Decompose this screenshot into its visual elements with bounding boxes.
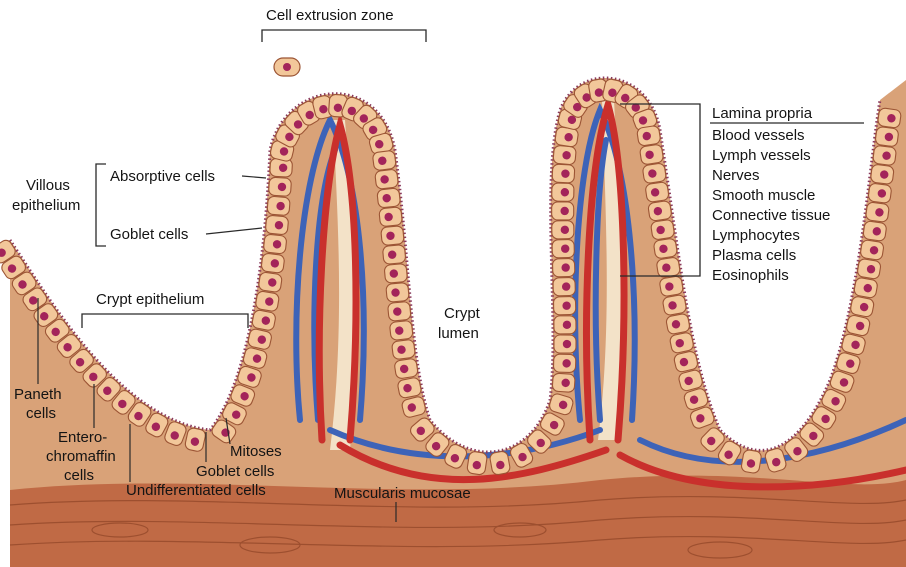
epithelial-cell xyxy=(873,145,897,166)
epithelial-cell xyxy=(372,150,396,171)
epithelial-cell xyxy=(389,320,413,340)
lamina-propria-item: Eosinophils xyxy=(712,267,789,284)
epithelial-cell xyxy=(263,234,287,254)
label-villous-epithelium-2: epithelium xyxy=(12,197,80,214)
epithelial-cell xyxy=(552,373,575,392)
label-villous-epithelium-1: Villous xyxy=(26,177,70,194)
label-enterochromaffin-1: Entero- xyxy=(58,429,107,446)
epithelial-cell xyxy=(653,238,677,259)
leader-goblet-cells-villus xyxy=(206,228,262,234)
label-crypt-lumen-2: lumen xyxy=(438,325,479,342)
epithelial-cell xyxy=(552,183,574,201)
epithelial-cell xyxy=(857,258,882,279)
epithelial-cell xyxy=(870,164,894,185)
lamina-propria-item: Lymph vessels xyxy=(712,147,811,164)
label-muscularis-mucosae: Muscularis mucosae xyxy=(334,485,471,502)
epithelial-cell xyxy=(386,282,410,302)
label-enterochromaffin-2: chromaffin xyxy=(46,448,116,465)
label-enterochromaffin-3: cells xyxy=(64,467,94,484)
lamina-propria-title: Lamina propria xyxy=(712,105,813,122)
villous-epithelium-bracket xyxy=(96,164,106,246)
label-paneth-cells-1: Paneth xyxy=(14,386,62,403)
epithelial-cell xyxy=(553,354,576,373)
epithelial-cell xyxy=(554,316,576,334)
epithelial-cell xyxy=(553,145,576,165)
epithelial-cell xyxy=(853,277,878,299)
epithelial-cell xyxy=(659,276,684,297)
epithelial-cell xyxy=(267,196,290,216)
epithelial-cell xyxy=(270,158,293,177)
label-mitoses: Mitoses xyxy=(230,443,282,460)
label-crypt-lumen-1: Crypt xyxy=(444,305,481,322)
epithelial-cell xyxy=(375,169,399,189)
epithelial-cell xyxy=(268,177,291,196)
label-absorptive-cells: Absorptive cells xyxy=(110,168,215,185)
label-crypt-epithelium: Crypt epithelium xyxy=(96,291,204,308)
epithelial-cell xyxy=(258,272,282,293)
lamina-propria-list: Blood vessels Lymph vessels Nerves Smoot… xyxy=(712,127,830,284)
epithelial-cell xyxy=(251,309,276,331)
lamina-propria-bracket xyxy=(688,104,700,276)
epithelial-cell xyxy=(877,108,901,129)
epithelial-cell xyxy=(387,301,411,321)
epithelial-cell xyxy=(645,182,669,203)
epithelial-cell xyxy=(875,126,899,147)
epithelial-cell xyxy=(382,245,406,265)
epithelial-cell xyxy=(863,221,887,242)
epithelial-cell xyxy=(467,451,488,475)
epithelial-cell xyxy=(261,253,285,274)
extruded-cell xyxy=(274,58,300,76)
lamina-propria-item: Lymphocytes xyxy=(712,227,800,244)
epithelial-cell xyxy=(868,183,892,204)
epithelial-cell xyxy=(639,144,663,165)
epithelial-cell xyxy=(265,215,289,235)
extrusion-zone-bracket xyxy=(262,30,426,42)
epithelial-cell xyxy=(379,207,403,227)
epithelial-cell xyxy=(865,202,889,223)
epithelial-cell xyxy=(552,202,574,220)
epithelial-cell xyxy=(554,335,576,353)
epithelial-cell xyxy=(381,226,405,246)
crypt-epithelium-bracket xyxy=(82,314,248,328)
epithelial-cell xyxy=(384,263,407,283)
lamina-propria-item: Blood vessels xyxy=(712,127,805,144)
epithelial-cell xyxy=(552,239,574,257)
epithelial-cell xyxy=(377,188,401,208)
epithelial-cell xyxy=(650,219,674,240)
label-goblet-cells-crypt: Goblet cells xyxy=(196,463,274,480)
epithelial-cell xyxy=(552,221,574,239)
epithelial-cell xyxy=(394,358,418,379)
epithelial-cell xyxy=(553,277,575,296)
lamina-propria-item: Nerves xyxy=(712,167,760,184)
epithelial-cell xyxy=(552,258,574,277)
leader-absorptive-cells xyxy=(242,176,266,178)
epithelial-cell xyxy=(642,163,666,184)
epithelial-cell xyxy=(741,449,762,474)
label-cell-extrusion-zone: Cell extrusion zone xyxy=(266,7,394,24)
label-paneth-cells-2: cells xyxy=(26,405,56,422)
epithelial-cell xyxy=(662,294,687,316)
epithelial-cell xyxy=(255,291,280,312)
epithelial-cell xyxy=(860,239,884,260)
lamina-propria-item: Connective tissue xyxy=(712,207,830,224)
label-goblet-cells-villus: Goblet cells xyxy=(110,226,188,243)
epithelial-cell xyxy=(637,125,661,146)
epithelial-cell xyxy=(553,296,575,314)
epithelial-cell xyxy=(391,339,415,360)
epithelial-cell xyxy=(489,451,511,476)
label-undifferentiated-cells: Undifferentiated cells xyxy=(126,482,266,499)
epithelial-cell xyxy=(648,200,672,221)
epithelial-cell xyxy=(665,313,690,335)
lamina-propria-item: Plasma cells xyxy=(712,247,796,264)
lamina-propria-item: Smooth muscle xyxy=(712,187,815,204)
epithelial-cell xyxy=(397,377,422,399)
epithelial-cell xyxy=(656,257,681,278)
epithelial-cell xyxy=(552,164,575,183)
